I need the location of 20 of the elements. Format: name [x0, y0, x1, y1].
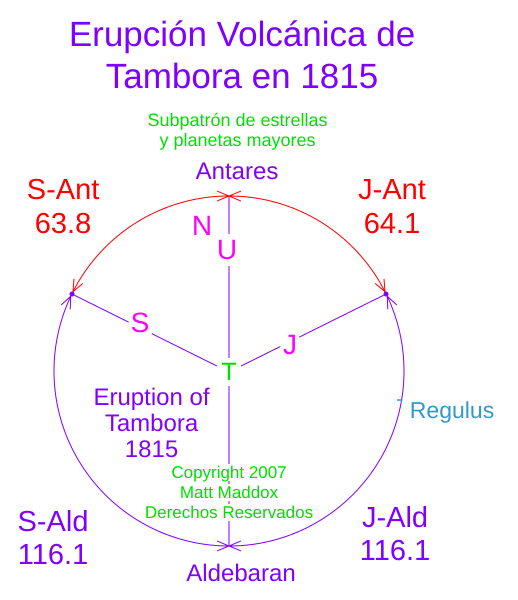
- radial-line: [240, 294, 384, 367]
- copyright-text: Copyright 2007: [171, 464, 287, 481]
- diagram-title: Erupción Volcánica de Tambora en 1815: [68, 14, 416, 98]
- radial-line: [228, 196, 230, 358]
- center-label: T: [217, 358, 241, 386]
- subtitle: Subpatrón de estrellas y planetas mayores: [146, 110, 329, 150]
- arc-arrow: [72, 190, 230, 292]
- arc-arrow: [228, 296, 404, 552]
- star-label: Regulus: [410, 397, 494, 423]
- copyright-text: Matt Maddox: [180, 484, 278, 501]
- arc-arrow: [54, 296, 230, 552]
- event-label: Eruption of Tambora 1815: [92, 385, 211, 463]
- star-label: Aldebaran: [184, 546, 298, 587]
- arc-arrow: [228, 190, 386, 292]
- planet-label: N: [192, 212, 212, 240]
- star-label: Antares: [192, 159, 282, 196]
- copyright-text: Derechos Reservados: [144, 504, 314, 521]
- radial-line: [74, 294, 218, 367]
- vertex-dot: [68, 291, 75, 297]
- vertex-dot: [383, 291, 390, 297]
